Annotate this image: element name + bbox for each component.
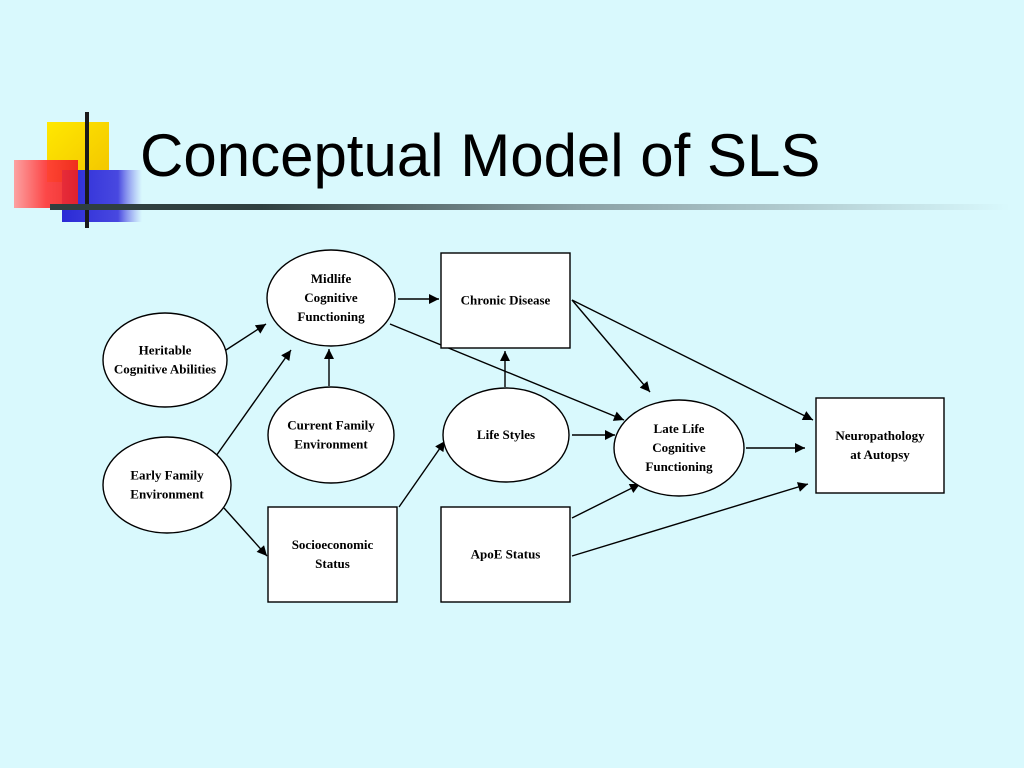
arrow-early-family-to-ses <box>223 507 268 557</box>
arrow-chronic-to-latelife <box>571 299 651 393</box>
node-label-line: Neuropathology <box>835 428 925 443</box>
node-box <box>267 506 398 603</box>
node-label-line: Life Styles <box>477 427 535 442</box>
edges <box>215 294 814 557</box>
node-label-line: Midlife <box>311 271 352 286</box>
node-label-line: Functioning <box>297 309 365 324</box>
node-label-line: Heritable <box>139 343 192 358</box>
arrow-early-family-to-midlife <box>215 349 292 457</box>
arrow-chronic-to-neuro <box>571 299 814 421</box>
node-ellipse <box>613 399 745 497</box>
node-label-line: at Autopsy <box>850 447 910 462</box>
node-label-line: Socioeconomic <box>292 537 374 552</box>
red-square <box>14 160 78 208</box>
node-label-line: Early Family <box>130 468 204 483</box>
node-ellipse <box>266 249 396 347</box>
node-apoe: ApoE Status <box>440 506 571 603</box>
logo-vertical-line <box>85 112 89 228</box>
node-label-line: Late Life <box>654 421 705 436</box>
node-label-line: Cognitive Abilities <box>114 362 216 377</box>
decorative-squares-logo <box>14 112 142 228</box>
node-label-line: Cognitive <box>652 440 706 455</box>
node-label-line: Current Family <box>287 418 375 433</box>
arrow-apoe-to-neuro <box>571 482 809 557</box>
slide-title: Conceptual Model of SLS <box>140 122 821 189</box>
node-ellipse <box>442 387 570 483</box>
node-label-line: Chronic Disease <box>461 293 551 308</box>
node-ellipse <box>102 436 232 534</box>
node-neuro: Neuropathology at Autopsy <box>815 397 945 494</box>
node-ellipse <box>102 312 228 408</box>
node-label-line: Functioning <box>645 459 713 474</box>
title-underline <box>50 204 1010 210</box>
node-box <box>815 397 945 494</box>
arrow-ses-to-lifestyles <box>398 440 446 508</box>
node-ellipse <box>267 386 395 484</box>
node-box <box>440 506 571 603</box>
node-label-line: Environment <box>130 487 204 502</box>
arrow-apoe-to-latelife <box>571 483 641 519</box>
node-label-line: Status <box>315 556 350 571</box>
arrow-midlife-to-latelife <box>389 323 625 421</box>
arrow-heritable-to-midlife <box>225 323 267 351</box>
node-label-line: ApoE Status <box>471 547 541 562</box>
node-label-line: Cognitive <box>304 290 358 305</box>
node-chronic: Chronic Disease <box>440 252 571 349</box>
node-box <box>440 252 571 349</box>
node-label-line: Environment <box>294 437 368 452</box>
node-lifestyles: Life Styles <box>442 387 570 483</box>
